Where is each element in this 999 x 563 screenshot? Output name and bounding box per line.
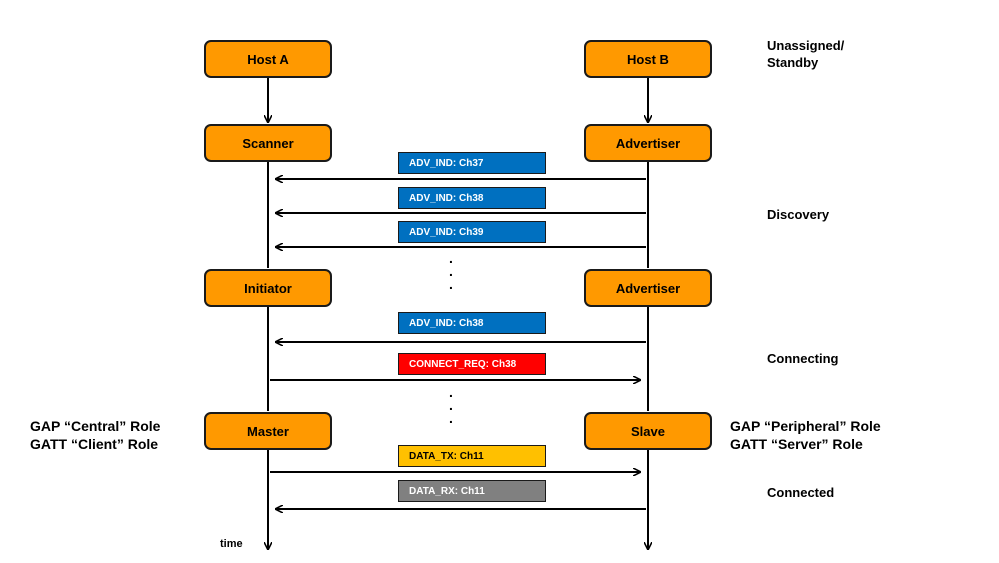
ellipsis-1: . . . [446,250,456,292]
gap-central-role: GAP “Central” Role [30,418,161,434]
phase-connecting-label: Connecting [767,351,839,366]
message-label-5: CONNECT_REQ: Ch38 [398,353,546,375]
message-label-7: DATA_RX: Ch11 [398,480,546,502]
ellipsis-2: . . . [446,384,456,426]
ellipsis-dot: . [449,384,453,400]
slave-box: Slave [584,412,712,450]
scanner-box: Scanner [204,124,332,162]
message-label-3: ADV_IND: Ch39 [398,221,546,243]
gatt-client-role: GATT “Client” Role [30,436,159,452]
central-role-label: GAP “Central” Role GATT “Client” Role [30,417,160,453]
phase-discovery-label: Discovery [767,207,830,222]
time-axis-label: time [220,538,243,550]
ellipsis-dot: . [449,397,453,413]
initiator-box: Initiator [204,269,332,307]
ellipsis-dot: . [449,276,453,292]
ellipsis-dot: . [449,410,453,426]
ellipsis-dot: . [449,250,453,266]
gap-peripheral-role: GAP “Peripheral” Role [730,418,881,434]
ellipsis-dot: . [449,263,453,279]
peripheral-role-label: GAP “Peripheral” Role GATT “Server” Role [730,417,881,453]
message-label-4: ADV_IND: Ch38 [398,312,546,334]
message-label-6: DATA_TX: Ch11 [398,445,546,467]
message-label-1: ADV_IND: Ch37 [398,152,546,174]
message-label-2: ADV_IND: Ch38 [398,187,546,209]
phase-connected-label: Connected [767,485,835,500]
phase-standby-label: Unassigned/ Standby [767,38,845,70]
master-box: Master [204,412,332,450]
host-b-box: Host B [584,40,712,78]
gatt-server-role: GATT “Server” Role [730,436,863,452]
advertiser-box: Advertiser [584,124,712,162]
host-a-box: Host A [204,40,332,78]
advertiser-box-2: Advertiser [584,269,712,307]
